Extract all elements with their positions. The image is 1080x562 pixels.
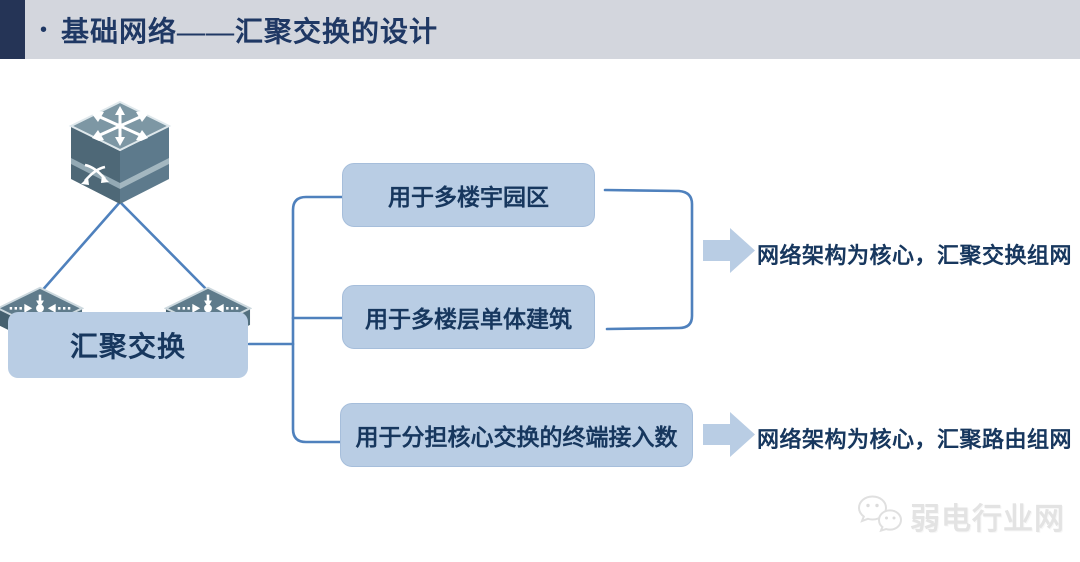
aggregation-box: 汇聚交换	[8, 312, 248, 378]
left-bracket	[291, 195, 346, 444]
core-switch-icon	[68, 101, 172, 204]
wechat-icon	[857, 495, 903, 533]
flow-arrow-icon-1	[703, 228, 755, 273]
link-core-to-right-switch	[118, 200, 209, 292]
link-core-to-left-switch	[38, 200, 122, 295]
watermark-text: 弱电行业网	[910, 503, 1065, 536]
branch-box-label: 用于分担核心交换的终端接入数	[355, 424, 678, 450]
branch-box-multifloor: 用于多楼层单体建筑	[342, 285, 595, 349]
flow-arrow-icon-2	[703, 412, 755, 457]
title-bullet: •	[40, 18, 48, 41]
aggregation-label: 汇聚交换	[69, 331, 186, 362]
header-accent-block	[0, 0, 25, 59]
watermark: 弱电行业网	[856, 492, 1065, 540]
slide-header: • 基础网络——汇聚交换的设计	[0, 0, 1080, 59]
branch-box-terminal-access: 用于分担核心交换的终端接入数	[340, 403, 693, 467]
branch-box-label: 用于多楼宇园区	[388, 184, 549, 210]
branch-box-campus: 用于多楼宇园区	[342, 163, 595, 227]
page-title: 基础网络——汇聚交换的设计	[61, 16, 439, 48]
branch-box-label: 用于多楼层单体建筑	[365, 306, 572, 332]
result-label-switch-networking: 网络架构为核心，汇聚交换组网	[757, 243, 1073, 268]
right-bracket	[603, 188, 694, 331]
result-label-routing-networking: 网络架构为核心，汇聚路由组网	[757, 427, 1073, 452]
